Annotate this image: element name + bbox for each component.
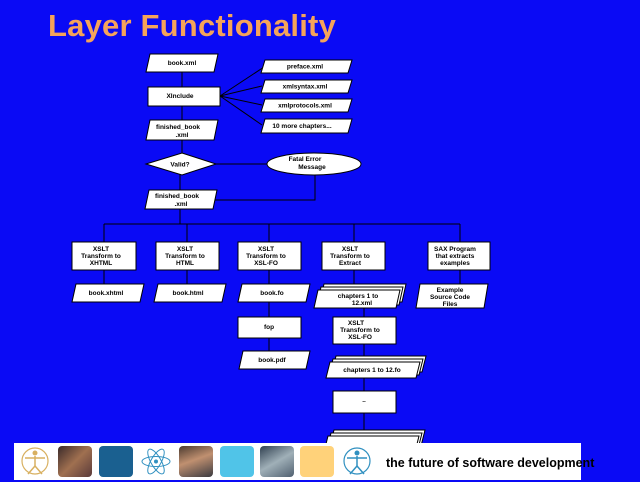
node-chapters-xml-stack: chapters 1 to 12.xml bbox=[313, 283, 407, 309]
svg-text:book.xhtml: book.xhtml bbox=[89, 290, 124, 297]
svg-text:Files: Files bbox=[443, 301, 458, 308]
svg-text:.xml: .xml bbox=[175, 132, 188, 139]
svg-text:finished_book: finished_book bbox=[155, 193, 199, 200]
svg-text:Transform to: Transform to bbox=[246, 253, 286, 260]
svg-text:fop: fop bbox=[264, 324, 274, 331]
footer-tagline: the future of software development bbox=[386, 456, 595, 470]
svg-text:book.xml: book.xml bbox=[168, 60, 197, 67]
node-book-html: book.html bbox=[153, 283, 227, 303]
node-xslt-html: XSLT Transform to HTML bbox=[155, 241, 220, 271]
node-book-xhtml: book.xhtml bbox=[71, 283, 145, 303]
svg-text:XSLT: XSLT bbox=[348, 320, 364, 327]
svg-text:XHTML: XHTML bbox=[90, 260, 112, 267]
node-xslt-extract: XSLT Transform to Extract bbox=[321, 241, 386, 271]
svg-text:.xml: .xml bbox=[174, 201, 187, 208]
node-example-files: Example Source Code Files bbox=[415, 283, 489, 309]
node-preface-xml: preface.xml bbox=[260, 59, 353, 74]
footer-banner: the future of software development bbox=[14, 443, 594, 480]
svg-text:xmlsyntax.xml: xmlsyntax.xml bbox=[283, 84, 328, 91]
blank-tile-icon bbox=[99, 446, 133, 477]
slide-title: Layer Functionality bbox=[48, 8, 337, 43]
svg-text:Valid?: Valid? bbox=[170, 162, 189, 169]
svg-text:xmlprotocols.xml: xmlprotocols.xml bbox=[278, 103, 332, 110]
node-xmlprotocols-xml: xmlprotocols.xml bbox=[260, 98, 353, 113]
node-xslt-xhtml: XSLT Transform to XHTML bbox=[71, 241, 137, 271]
svg-text:book.html: book.html bbox=[172, 290, 203, 297]
svg-text:book.fo: book.fo bbox=[260, 290, 283, 297]
connectors bbox=[103, 66, 461, 430]
svg-text:SAX Program: SAX Program bbox=[434, 246, 476, 253]
svg-text:XInclude: XInclude bbox=[166, 93, 193, 100]
svg-text:preface.xml: preface.xml bbox=[287, 64, 323, 71]
svg-text:XSLT: XSLT bbox=[258, 246, 274, 253]
svg-text:Extract: Extract bbox=[339, 260, 362, 267]
svg-text:Example: Example bbox=[437, 287, 464, 294]
node-finished-book-1: finished_book .xml bbox=[145, 119, 219, 141]
svg-text:12.xml: 12.xml bbox=[352, 300, 372, 307]
svg-text:book.pdf: book.pdf bbox=[258, 357, 286, 364]
node-book-xml: book.xml bbox=[145, 53, 219, 73]
conn-xinclude-xmlsyntax bbox=[219, 85, 263, 97]
node-book-fo: book.fo bbox=[237, 283, 311, 303]
svg-text:chapters 1 to 12.fo: chapters 1 to 12.fo bbox=[343, 367, 400, 374]
blank-tile-icon bbox=[300, 446, 334, 477]
svg-text:chapters 1 to: chapters 1 to bbox=[338, 293, 378, 300]
svg-text:HTML: HTML bbox=[176, 260, 194, 267]
conn-xinclude-preface bbox=[219, 66, 265, 97]
svg-text:that extracts: that extracts bbox=[436, 253, 475, 260]
svg-text:Transform to: Transform to bbox=[165, 253, 205, 260]
svg-text:XSLT: XSLT bbox=[177, 246, 193, 253]
svg-text:Message: Message bbox=[298, 164, 326, 171]
node-process-last: .. bbox=[332, 390, 397, 414]
node-valid-decision: Valid? bbox=[144, 152, 218, 176]
svg-text:Source Code: Source Code bbox=[430, 294, 470, 301]
conn-error-finished2 bbox=[213, 175, 316, 201]
human-figure-icon bbox=[340, 446, 374, 477]
node-xslt-chapters-xslfo: XSLT Transform to XSL-FO bbox=[332, 316, 397, 345]
node-error-message: Fatal Error Message bbox=[266, 152, 362, 176]
node-xslt-xslfo: XSLT Transform to XSL-FO bbox=[237, 241, 302, 271]
blank-tile-icon bbox=[220, 446, 254, 477]
svg-text:Fatal Error: Fatal Error bbox=[289, 156, 322, 163]
svg-text:XSLT: XSLT bbox=[342, 246, 358, 253]
svg-text:XSLT: XSLT bbox=[93, 246, 109, 253]
svg-text:Transform to: Transform to bbox=[340, 327, 380, 334]
svg-text:examples: examples bbox=[440, 260, 470, 267]
flowchart: book.xml XInclude preface.xml xmlsyntax.… bbox=[71, 53, 491, 445]
node-book-pdf: book.pdf bbox=[238, 350, 311, 370]
node-fop: fop bbox=[237, 316, 302, 339]
svg-text:10 more chapters...: 10 more chapters... bbox=[272, 123, 331, 130]
people-photo-icon bbox=[58, 446, 92, 477]
node-finished-book-2: finished_book .xml bbox=[144, 189, 218, 210]
svg-text:..: .. bbox=[362, 397, 366, 404]
conn-xinclude-morechapters bbox=[219, 95, 263, 126]
human-figure-icon bbox=[18, 446, 52, 477]
node-xinclude: XInclude bbox=[147, 86, 221, 107]
node-more-chapters: 10 more chapters... bbox=[260, 118, 353, 134]
node-chapters-fo-stack: chapters 1 to 12.fo bbox=[325, 355, 427, 379]
svg-text:Transform to: Transform to bbox=[81, 253, 121, 260]
svg-text:XSL-FO: XSL-FO bbox=[348, 334, 372, 341]
conn-xinclude-xmlprotocols bbox=[219, 95, 263, 106]
atom-icon bbox=[139, 446, 173, 477]
person-photo-icon bbox=[179, 446, 213, 477]
node-xmlsyntax-xml: xmlsyntax.xml bbox=[260, 79, 353, 94]
svg-text:. . . . . . .: . . . . . . . bbox=[356, 439, 380, 445]
svg-text:finished_book: finished_book bbox=[156, 124, 200, 131]
node-sax-program: SAX Program that extracts examples bbox=[427, 241, 491, 271]
svg-text:XSL-FO: XSL-FO bbox=[254, 260, 278, 267]
laptop-photo-icon bbox=[260, 446, 294, 477]
svg-text:Transform to: Transform to bbox=[330, 253, 370, 260]
